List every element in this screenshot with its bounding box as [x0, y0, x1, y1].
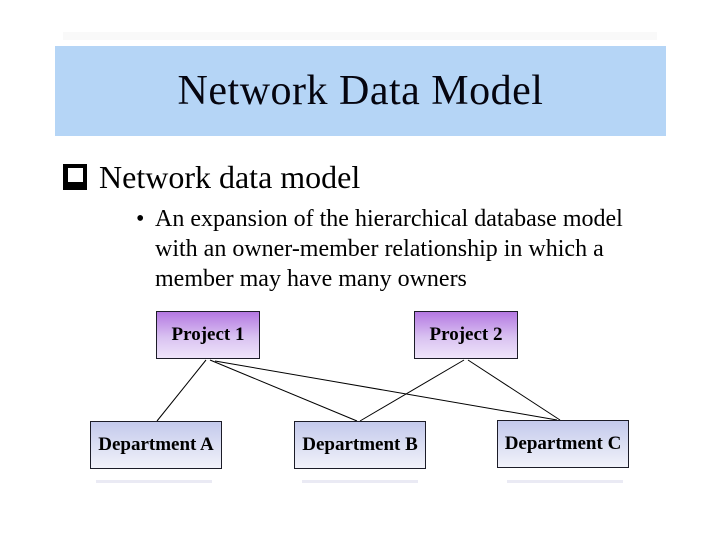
shadow-strip: [302, 480, 418, 483]
sub-bullet-line: member may have many owners: [155, 266, 467, 292]
dot-bullet-icon: •: [136, 206, 145, 232]
node-label: Department A: [98, 434, 214, 455]
node-label: Project 2: [429, 324, 503, 345]
node-project-1: Project 1: [156, 311, 260, 359]
node-project-2: Project 2: [414, 311, 518, 359]
shadow-strip: [96, 480, 212, 483]
node-department-c: Department C: [497, 420, 629, 468]
square-bullet-icon: [63, 164, 87, 190]
edge-project1-departmentA: [156, 359, 207, 422]
edge-project2-departmentB: [359, 359, 465, 422]
sub-bullet-line: An expansion of the hierarchical databas…: [155, 206, 623, 232]
section-heading: Network data model: [99, 159, 361, 195]
edge-project1-departmentB: [209, 359, 358, 422]
shadow-strip: [507, 480, 623, 483]
title-banner: Network Data Model: [55, 46, 666, 136]
node-label: Department C: [504, 433, 622, 454]
slide-top-strip: [63, 32, 657, 40]
node-label: Department B: [302, 434, 418, 455]
slide-title: Network Data Model: [177, 68, 544, 114]
edge-project2-departmentC: [467, 359, 561, 421]
node-department-b: Department B: [294, 421, 426, 469]
sub-bullet-text: An expansion of the hierarchical databas…: [155, 204, 623, 294]
node-label: Project 1: [171, 324, 245, 345]
node-department-a: Department A: [90, 421, 222, 469]
edge-project1-departmentC: [214, 360, 558, 421]
sub-bullet-line: with an owner-member relationship in whi…: [155, 236, 604, 262]
